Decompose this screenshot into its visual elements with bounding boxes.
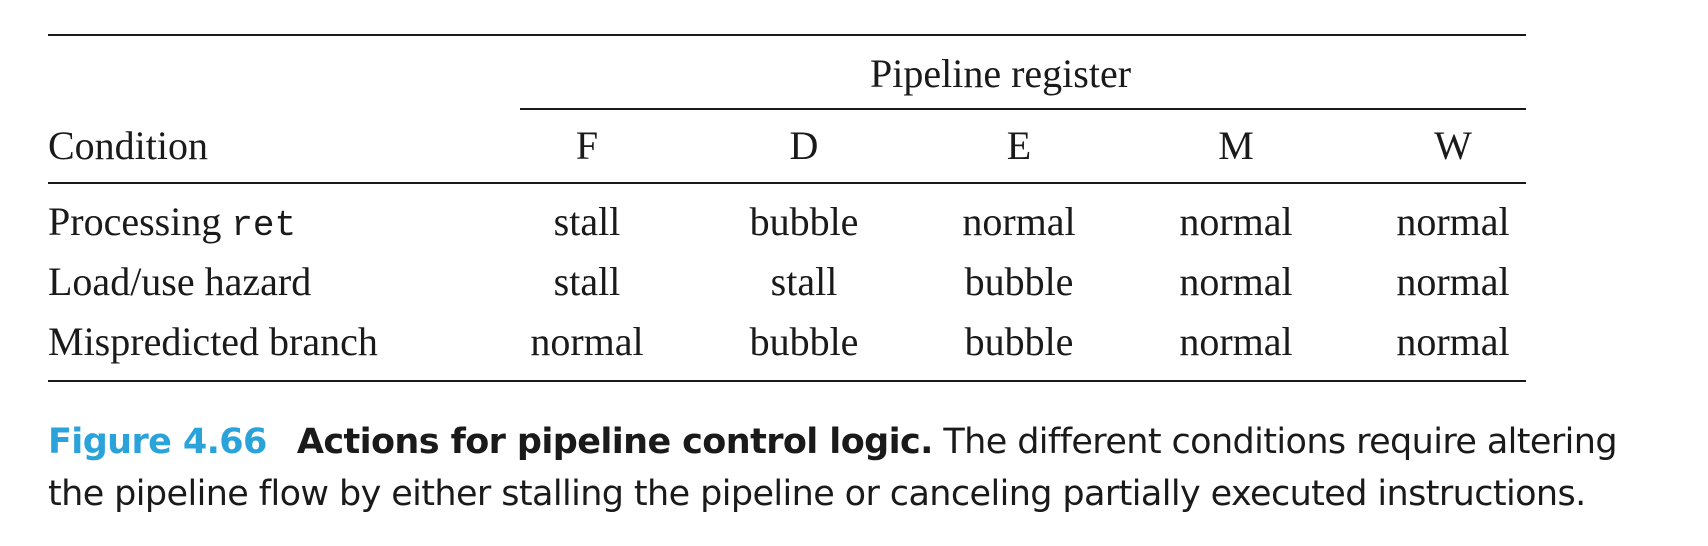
action-cell-d: bubble: [749, 199, 859, 244]
action-cell-w: normal: [1396, 199, 1510, 244]
register-header-w: W: [1434, 123, 1472, 168]
action-cell-e: bubble: [964, 319, 1074, 364]
header-rule: [48, 182, 1526, 184]
condition-text: Mispredicted branch: [48, 319, 378, 364]
pipeline-register-header: Pipeline register: [870, 51, 1132, 96]
action-cell-w: normal: [1396, 319, 1510, 364]
caption-line-2: the pipeline flow by either stalling the…: [48, 474, 1586, 514]
condition-label: Processing ret: [48, 198, 296, 250]
action-cell-m: normal: [1179, 319, 1293, 364]
condition-code: ret: [231, 205, 297, 246]
figure-title: Actions for pipeline control logic.: [296, 422, 934, 462]
caption-text-1: The different conditions require alterin…: [932, 422, 1617, 462]
action-cell-e: bubble: [964, 259, 1074, 304]
action-cell-w: normal: [1396, 259, 1510, 304]
figure-caption: Figure 4.66 Actions for pipeline control …: [48, 416, 1688, 520]
action-cell-m: normal: [1179, 199, 1293, 244]
group-header-rule: [520, 108, 1526, 110]
register-header-m: M: [1218, 123, 1254, 168]
condition-header: Condition: [48, 123, 209, 168]
condition-text: Processing: [48, 199, 232, 244]
action-cell-m: normal: [1179, 259, 1293, 304]
condition-label: Load/use hazard: [48, 258, 311, 310]
bottom-rule: [48, 380, 1526, 382]
condition-label: Mispredicted branch: [48, 318, 378, 370]
condition-text: Load/use hazard: [48, 259, 312, 304]
action-cell-f: stall: [553, 199, 621, 244]
caption-line-1: Figure 4.66 Actions for pipeline control …: [48, 416, 1688, 468]
figure-label: Figure 4.66: [48, 422, 267, 462]
action-cell-f: stall: [553, 259, 621, 304]
action-cell-f: normal: [530, 319, 644, 364]
action-cell-d: bubble: [749, 319, 859, 364]
action-cell-e: normal: [962, 199, 1076, 244]
action-cell-d: stall: [770, 259, 838, 304]
top-rule: [48, 34, 1526, 36]
register-header-e: E: [1006, 123, 1032, 168]
register-header-d: D: [789, 123, 819, 168]
register-header-f: F: [575, 123, 599, 168]
